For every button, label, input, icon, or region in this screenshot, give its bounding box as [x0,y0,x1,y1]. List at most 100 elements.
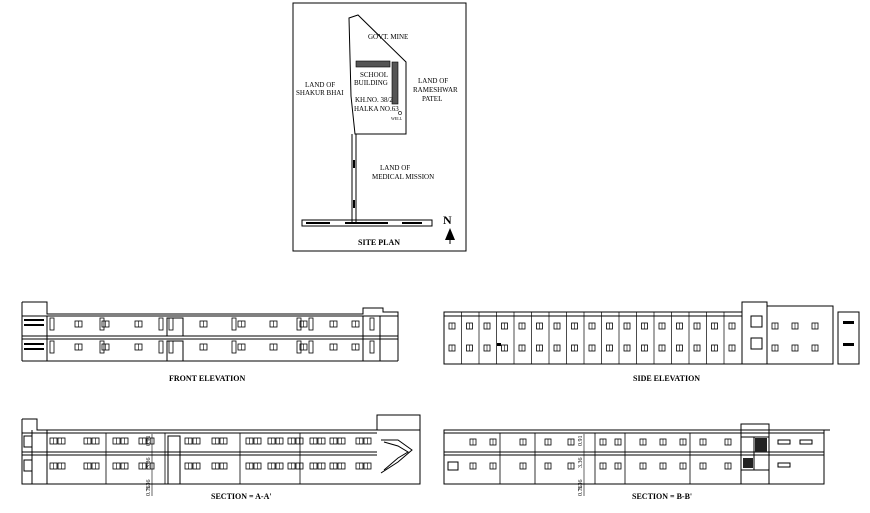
window [253,437,262,445]
door [296,340,302,354]
window [184,437,193,445]
window [623,322,631,330]
window [275,462,284,470]
window [83,462,92,470]
window [91,462,100,470]
window [588,322,596,330]
window [623,344,631,352]
window [811,322,819,330]
window [329,320,338,328]
window [518,344,526,352]
window [295,462,304,470]
section-aa-dim-1: 3.36 [146,480,152,491]
window [639,438,647,446]
label-medical-1: LAND OF [380,164,410,172]
window [337,462,346,470]
window [138,437,147,445]
window [676,344,683,352]
window [599,462,607,470]
window [237,343,246,351]
window [553,344,561,352]
door [168,317,174,331]
window [363,437,372,445]
window [101,320,110,328]
window [728,344,736,352]
label-rameshwar-2: RAMESHWAR [413,86,458,94]
window [267,437,276,445]
window [571,344,578,352]
front-elevation: FRONT ELEVATION [21,301,399,383]
window [317,437,326,445]
window [676,322,683,330]
window [553,322,561,330]
window [448,344,456,352]
label-medical-2: MEDICAL MISSION [372,173,434,181]
window [448,322,456,330]
window [571,322,578,330]
window [211,437,220,445]
label-school-1: SCHOOL [360,71,388,79]
window [536,322,543,330]
window [245,437,254,445]
window [184,462,193,470]
section-aa-dim-0: 0.76 [146,486,152,497]
window [120,437,129,445]
label-govt-mine: GOVT. MINE [368,33,408,41]
window [134,320,143,328]
window [658,322,666,330]
window [489,462,497,470]
window [146,437,155,445]
window [134,343,143,351]
school-building-hatch [355,60,391,68]
window [287,437,296,445]
plot-boundary [348,14,407,135]
window [355,437,364,445]
window [639,462,647,470]
window [329,437,338,445]
side-elevation: SIDE ELEVATION [443,301,860,383]
window [49,437,58,445]
window [466,344,473,352]
window [211,462,220,470]
front-elevation-title: FRONT ELEVATION [169,374,245,383]
window [309,437,318,445]
window [641,322,648,330]
section-aa: SECTION = A-A' [21,414,421,501]
window [791,344,799,352]
door [99,317,105,331]
window [606,344,613,352]
section-bb: SECTION = B-B' [443,423,830,501]
site-plan-title: SITE PLAN [358,238,400,247]
door [231,317,237,331]
window [659,438,667,446]
window [329,462,338,470]
well-symbol [398,111,402,115]
window [317,462,326,470]
door [308,317,314,331]
window [309,462,318,470]
window [219,462,228,470]
window [469,462,477,470]
window [269,320,278,328]
north-arrow-icon [445,228,455,240]
window [112,437,121,445]
window [599,438,607,446]
label-khno-1: KH.NO. 38/2 [355,96,393,104]
window [693,322,701,330]
window [49,462,58,470]
label-school-2: BUILDING [354,79,388,87]
door [369,340,375,354]
window [679,438,687,446]
window [489,438,497,446]
side-elevation-title: SIDE ELEVATION [633,374,700,383]
window [138,462,147,470]
window [567,438,575,446]
window [483,322,491,330]
window [567,462,575,470]
section-bb-dim-2: 3.36 [578,458,584,469]
window [267,462,276,470]
door [168,340,174,354]
door [49,340,55,354]
door [99,340,105,354]
window [679,462,687,470]
